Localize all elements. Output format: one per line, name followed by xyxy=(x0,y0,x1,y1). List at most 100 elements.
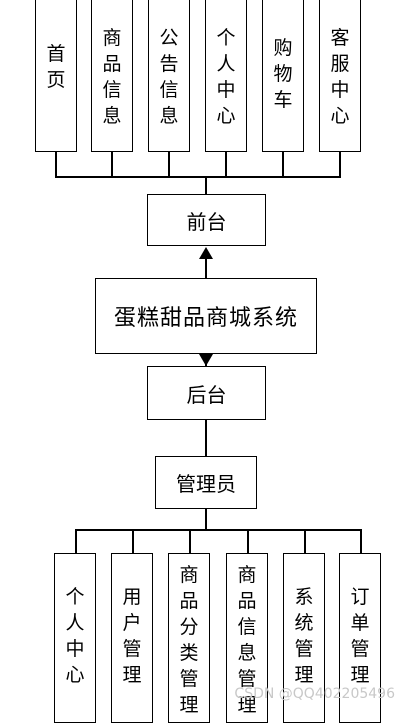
frontend-module-0-label: 首页 xyxy=(46,41,65,93)
label-char: 购 xyxy=(273,37,293,59)
frontend-module-4-label: 购物车 xyxy=(273,35,292,113)
frontend-drop-0 xyxy=(55,152,57,177)
label-char: 物 xyxy=(273,63,293,85)
frontend-drop-3 xyxy=(225,152,227,177)
label-char: 管 xyxy=(294,638,314,660)
root-label: 蛋糕甜品商城系统 xyxy=(113,306,298,331)
backend-drop-3 xyxy=(247,529,249,553)
backend-label: 后台 xyxy=(186,382,227,407)
label-char: 客 xyxy=(330,27,350,49)
label-char: 信 xyxy=(102,79,122,101)
backend-node: 后台 xyxy=(147,366,266,420)
label-char: 息 xyxy=(237,642,257,664)
frontend-label: 前台 xyxy=(186,209,227,234)
backend-bus xyxy=(75,529,362,531)
label-char: 管 xyxy=(350,638,370,660)
backend-module-4-label: 系统管理 xyxy=(294,584,313,688)
frontend-drop-2 xyxy=(168,152,170,177)
label-char: 用 xyxy=(122,586,142,608)
watermark: CSDN @QQ402205496 xyxy=(234,686,395,702)
frontend-node: 前台 xyxy=(147,194,266,246)
backend-drop-4 xyxy=(304,529,306,553)
label-char: 理 xyxy=(294,664,314,686)
label-char: 页 xyxy=(46,69,66,91)
label-char: 品 xyxy=(179,590,199,612)
label-char: 订 xyxy=(350,586,370,608)
label-char: 户 xyxy=(122,612,142,634)
backend-drop-0 xyxy=(75,529,77,553)
frontend-drop-1 xyxy=(111,152,113,177)
label-char: 人 xyxy=(216,53,236,75)
backend-module-4: 系统管理 xyxy=(283,553,325,723)
frontend-module-2-label: 公告信息 xyxy=(159,25,178,129)
backend-module-1-label: 用户管理 xyxy=(122,584,141,688)
label-char: 分 xyxy=(179,616,199,638)
label-char: 理 xyxy=(350,664,370,686)
label-char: 心 xyxy=(330,105,350,127)
frontend-drop-4 xyxy=(282,152,284,177)
label-char: 管 xyxy=(122,638,142,660)
label-char: 统 xyxy=(294,612,314,634)
label-char: 中 xyxy=(330,79,350,101)
frontend-trunk xyxy=(205,176,207,194)
label-char: 商 xyxy=(102,27,122,49)
backend-module-0-label: 个人中心 xyxy=(65,584,84,688)
backend-module-5-label: 订单管理 xyxy=(350,584,369,688)
label-char: 单 xyxy=(350,612,370,634)
label-char: 商 xyxy=(237,564,257,586)
label-char: 管 xyxy=(179,668,199,690)
frontend-drop-5 xyxy=(339,152,341,177)
label-char: 个 xyxy=(216,27,236,49)
frontend-module-2: 公告信息 xyxy=(148,0,190,152)
admin-node: 管理员 xyxy=(155,456,257,509)
frontend-module-5: 客服中心 xyxy=(319,0,361,152)
label-char: 中 xyxy=(216,79,236,101)
frontend-module-1-label: 商品信息 xyxy=(102,25,121,129)
label-char: 理 xyxy=(122,664,142,686)
label-char: 人 xyxy=(65,612,85,634)
label-char: 信 xyxy=(237,616,257,638)
frontend-module-4: 购物车 xyxy=(262,0,304,152)
backend-module-5: 订单管理 xyxy=(339,553,381,723)
root-node: 蛋糕甜品商城系统 xyxy=(95,278,317,354)
label-char: 公 xyxy=(159,27,179,49)
label-char: 车 xyxy=(273,89,293,111)
frontend-module-3-label: 个人中心 xyxy=(216,25,235,129)
admin-label: 管理员 xyxy=(176,472,236,496)
label-char: 个 xyxy=(65,586,85,608)
label-char: 理 xyxy=(179,694,199,716)
label-char: 品 xyxy=(102,53,122,75)
label-char: 信 xyxy=(159,79,179,101)
backend-drop-1 xyxy=(132,529,134,553)
label-char: 中 xyxy=(65,638,85,660)
backend-drop-5 xyxy=(360,529,362,553)
label-char: 系 xyxy=(294,586,314,608)
label-char: 类 xyxy=(179,642,199,664)
label-char: 理 xyxy=(237,694,257,716)
backend-module-3: 商品信息管理 xyxy=(226,553,268,723)
label-char: 心 xyxy=(65,664,85,686)
backend-module-3-label: 商品信息管理 xyxy=(237,562,256,718)
label-char: 商 xyxy=(179,564,199,586)
backend-trunk xyxy=(205,509,207,530)
label-char: 首 xyxy=(46,43,66,65)
backend-to-admin-line xyxy=(205,420,207,456)
label-char: 管 xyxy=(237,668,257,690)
frontend-module-0: 首页 xyxy=(35,0,77,152)
label-char: 息 xyxy=(102,105,122,127)
backend-module-1: 用户管理 xyxy=(111,553,153,723)
frontend-module-1: 商品信息 xyxy=(91,0,133,152)
backend-module-0: 个人中心 xyxy=(54,553,96,723)
root-to-frontend-line xyxy=(205,258,207,278)
label-char: 服 xyxy=(330,53,350,75)
label-char: 告 xyxy=(159,53,179,75)
root-to-backend-line xyxy=(205,354,207,366)
label-char: 品 xyxy=(237,590,257,612)
frontend-bus xyxy=(55,176,341,178)
label-char: 心 xyxy=(216,105,236,127)
arrow-up-icon xyxy=(199,247,213,259)
frontend-module-5-label: 客服中心 xyxy=(330,25,349,129)
backend-module-2-label: 商品分类管理 xyxy=(179,562,198,718)
backend-module-2: 商品分类管理 xyxy=(168,553,210,723)
label-char: 息 xyxy=(159,105,179,127)
